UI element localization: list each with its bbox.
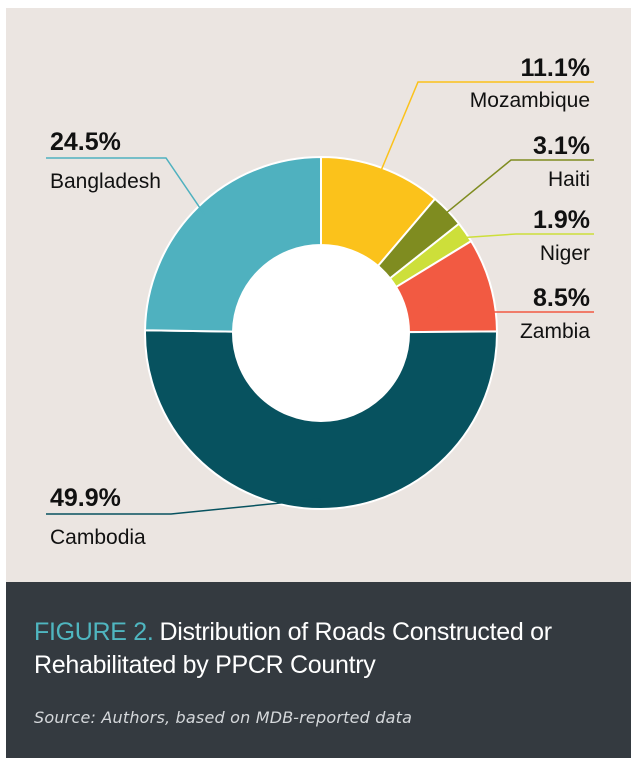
- slice-label-zambia: Zambia: [520, 320, 590, 343]
- donut-chart: 11.1% Mozambique 3.1% Haiti 1.9% Niger 8.5% Zam…: [46, 54, 594, 549]
- leader-line-zambia: [425, 286, 594, 313]
- slice-percent-haiti: 3.1%: [533, 132, 590, 160]
- donut-hole: [233, 245, 409, 421]
- leader-line-cambodia: [46, 498, 321, 515]
- slice-percent-zambia: 8.5%: [533, 284, 590, 312]
- leader-line-bangladesh: [46, 157, 206, 216]
- slice-label-niger: Niger: [540, 242, 590, 265]
- figure-source: Source: Authors, based on MDB-reported d…: [34, 708, 413, 727]
- slice-percent-mozambique: 11.1%: [520, 54, 590, 82]
- slice-percent-bangladesh: 24.5%: [50, 128, 121, 156]
- leader-line-mozambique: [377, 81, 594, 178]
- slice-label-mozambique: Mozambique: [470, 89, 590, 112]
- slice-label-cambodia: Cambodia: [50, 526, 146, 549]
- slice-label-bangladesh: Bangladesh: [50, 170, 161, 193]
- figure-title-text: Distribution of Roads Constructed or Reh…: [34, 618, 552, 679]
- figure-label: FIGURE 2.: [34, 618, 154, 646]
- slice-percent-niger: 1.9%: [533, 206, 590, 234]
- slice-percent-cambodia: 49.9%: [50, 484, 121, 512]
- leader-line-niger: [457, 233, 594, 239]
- chart-panel: 11.1% Mozambique 3.1% Haiti 1.9% Niger 8.5% Zam…: [6, 8, 631, 582]
- slice-label-haiti: Haiti: [548, 168, 590, 191]
- figure-title: FIGURE 2.Distribution of Roads Construct…: [34, 616, 614, 682]
- leader-line-haiti: [439, 159, 594, 219]
- caption-panel: FIGURE 2.Distribution of Roads Construct…: [6, 582, 631, 758]
